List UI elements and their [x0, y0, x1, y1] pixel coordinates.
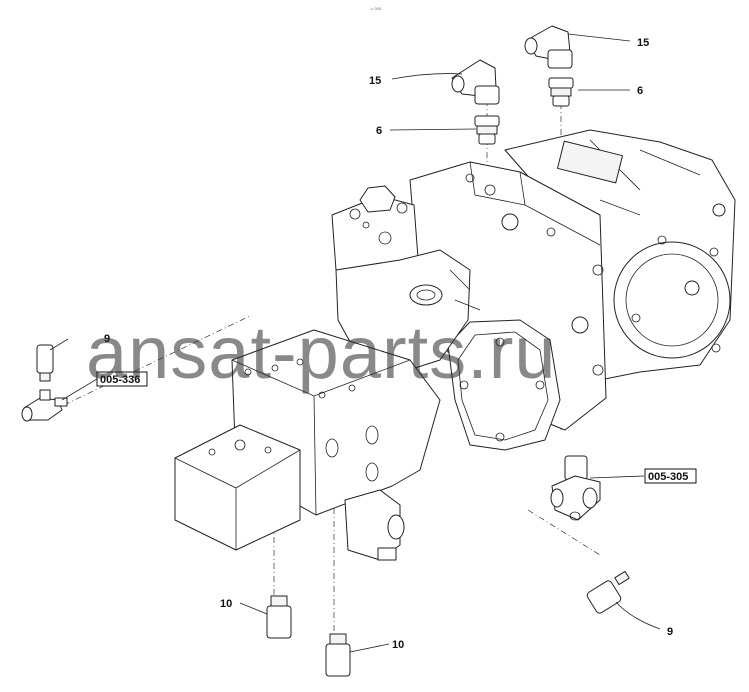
callout-6-right: 6 [637, 85, 643, 97]
callout-15-left: 15 [369, 75, 381, 87]
tee-fitting-336 [21, 389, 68, 422]
pump-housing [174, 129, 736, 561]
callout-10-left: 10 [220, 598, 232, 610]
callout-9-right: 9 [667, 626, 673, 638]
header-mark: ↘ 000 [370, 6, 382, 11]
reference-box-336[interactable]: 005-336 [61, 371, 148, 401]
sleeve-10-bottom [325, 633, 351, 677]
watermark-text: ansat-parts.ru [86, 311, 557, 394]
reference-label-336: 005-336 [100, 374, 140, 386]
callout-10-bottom: 10 [392, 639, 404, 651]
tee-fitting-305 [550, 455, 601, 521]
reference-box-305[interactable]: 005-305 [644, 468, 697, 484]
sleeve-10-left [266, 595, 292, 639]
callout-15-top: 15 [637, 37, 649, 49]
test-port-9-right [586, 570, 630, 614]
leader-lines [49, 33, 661, 653]
elbow-fitting-15-right [524, 25, 573, 69]
callout-labels: 15 15 6 6 9 9 10 10 [104, 37, 673, 651]
adapter-fitting-6-right [548, 77, 574, 107]
callout-6-left: 6 [376, 125, 382, 137]
callout-9-left: 9 [104, 333, 110, 345]
elbow-fitting-15-left [451, 59, 500, 105]
adapter-fitting-6-left [474, 115, 500, 145]
reference-label-305: 005-305 [648, 471, 688, 483]
test-port-9-left [36, 344, 54, 382]
